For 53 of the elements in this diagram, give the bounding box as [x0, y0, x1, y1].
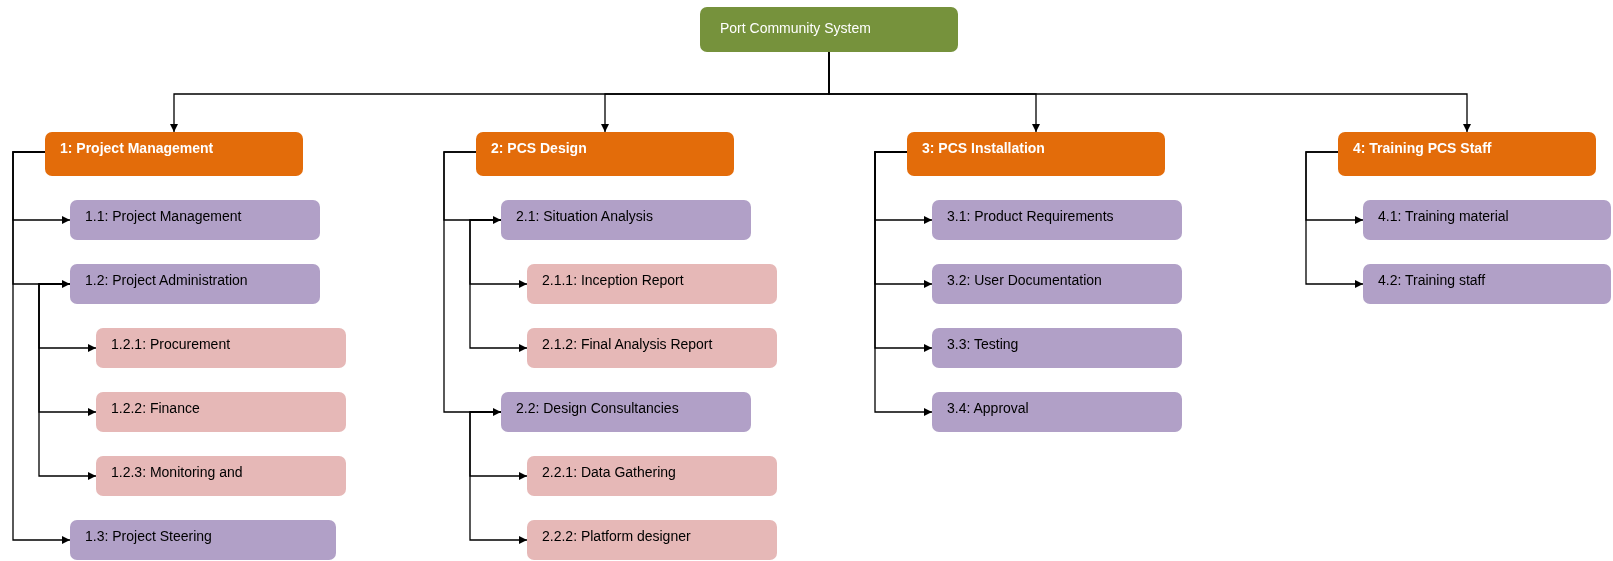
task-box — [932, 392, 1182, 432]
node-label: 2.1.1: Inception Report — [542, 272, 684, 289]
task-box — [1363, 200, 1611, 240]
subtask-box — [527, 520, 777, 560]
node-label: 2.1: Situation Analysis — [516, 208, 653, 225]
connector-arrow — [874, 151, 933, 416]
connector-arrow — [469, 411, 528, 544]
phase-box — [907, 132, 1165, 176]
connector-arrow — [38, 283, 97, 480]
subtask-box — [527, 456, 777, 496]
node-label: 4: Training PCS Staff — [1353, 140, 1492, 157]
task-box — [70, 264, 320, 304]
task-box — [1363, 264, 1611, 304]
node-label: 1.3: Project Steering — [85, 528, 212, 545]
node-label: 3.4: Approval — [947, 400, 1029, 417]
node-label: 1.1: Project Management — [85, 208, 242, 225]
connector-arrow — [469, 219, 528, 352]
connector-arrow — [1305, 151, 1364, 288]
node-label: 2.2: Design Consultancies — [516, 400, 679, 417]
node-label: 1: Project Management — [60, 140, 214, 157]
node-label: 1.2.3: Monitoring and — [111, 464, 243, 481]
node-label: 4.2: Training staff — [1378, 272, 1486, 289]
node-label: 1.2: Project Administration — [85, 272, 248, 289]
task-box — [932, 264, 1182, 304]
connector-arrow — [828, 51, 1471, 133]
task-box — [70, 200, 320, 240]
task-box — [932, 200, 1182, 240]
task-box — [501, 392, 751, 432]
node-label: 1.2.1: Procurement — [111, 336, 231, 353]
task-box — [501, 200, 751, 240]
node-label: 2.1.2: Final Analysis Report — [542, 336, 713, 353]
subtask-box — [96, 392, 346, 432]
node-label: 1.2.2: Finance — [111, 400, 200, 417]
task-box — [70, 520, 336, 560]
task-box — [932, 328, 1182, 368]
phase-box — [476, 132, 734, 176]
phase-box — [1338, 132, 1596, 176]
node-label: Port Community System — [720, 20, 871, 37]
node-label: 3.1: Product Requirements — [947, 208, 1114, 225]
node-label: 3: PCS Installation — [922, 140, 1045, 157]
node-label: 3.2: User Documentation — [947, 272, 1102, 289]
node-label: 2: PCS Design — [491, 140, 587, 157]
subtask-box — [96, 328, 346, 368]
subtask-box — [527, 264, 777, 304]
node-label: 4.1: Training material — [1378, 208, 1509, 225]
node-label: 2.2.2: Platform designer — [542, 528, 691, 545]
phase-box — [45, 132, 303, 176]
connector-arrow — [12, 151, 71, 544]
root-box — [700, 7, 958, 52]
subtask-box — [96, 456, 346, 496]
node-label: 3.3: Testing — [947, 336, 1019, 353]
subtask-box — [527, 328, 777, 368]
node-label: 2.2.1: Data Gathering — [542, 464, 676, 481]
